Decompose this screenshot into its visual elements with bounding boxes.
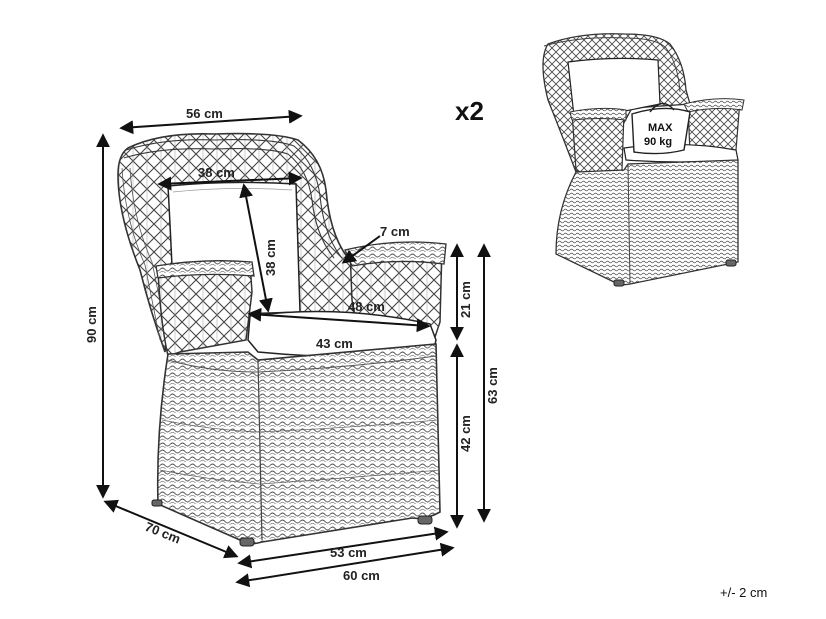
seat-base bbox=[156, 343, 441, 545]
label-seat-depth: 48 cm bbox=[348, 299, 385, 314]
label-seat-back-height: 38 cm bbox=[263, 239, 278, 276]
label-arm-height: 63 cm bbox=[485, 367, 500, 404]
dim-line-arm-width bbox=[341, 235, 381, 264]
dim-line-seat-back-height bbox=[239, 183, 273, 313]
dim-line-depth bbox=[103, 499, 239, 559]
label-arm-height-above-seat: 21 cm bbox=[458, 281, 473, 318]
label-total-height: 90 cm bbox=[84, 306, 99, 343]
label-seat-height: 42 cm bbox=[458, 415, 473, 452]
dim-line-back-width bbox=[119, 109, 303, 135]
dim-line-seat-depth bbox=[247, 307, 431, 333]
dim-line-total-width bbox=[235, 542, 455, 588]
small-chair-illustration: MAX 90 kg bbox=[542, 33, 745, 287]
label-seat-back-width: 38 cm bbox=[198, 165, 235, 180]
tolerance-label: +/- 2 cm bbox=[720, 585, 767, 600]
quantity-label: x2 bbox=[455, 96, 484, 126]
max-load-value: 90 kg bbox=[644, 136, 672, 148]
label-arm-width: 7 cm bbox=[380, 224, 410, 239]
label-depth: 70 cm bbox=[143, 519, 183, 547]
label-front-width: 53 cm bbox=[330, 545, 367, 560]
label-total-width: 60 cm bbox=[343, 568, 380, 583]
label-seat-width: 43 cm bbox=[316, 336, 353, 351]
main-chair-illustration bbox=[117, 132, 447, 547]
dim-line-seat-back-width bbox=[157, 171, 303, 191]
label-back-width: 56 cm bbox=[186, 106, 223, 121]
max-load-label: MAX bbox=[648, 122, 673, 134]
left-arm bbox=[157, 262, 253, 357]
small-back-cushion bbox=[567, 57, 661, 117]
